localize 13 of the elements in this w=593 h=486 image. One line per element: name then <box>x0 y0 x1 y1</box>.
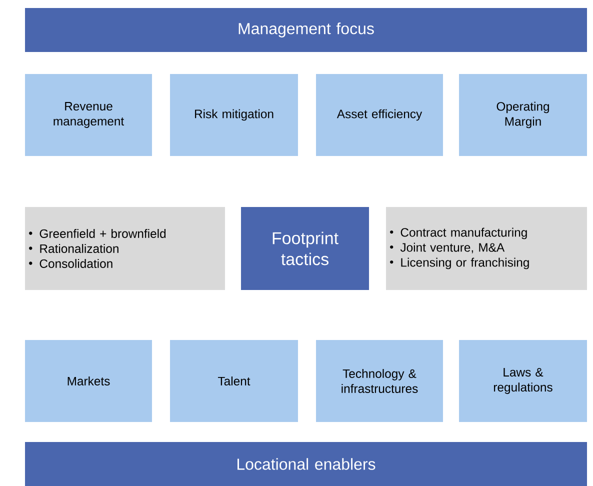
header-band: Management focus <box>25 8 587 52</box>
category-box: Asset efficiency <box>316 74 443 156</box>
header-band: Locational enablers <box>25 442 587 486</box>
category-box: Laws & regulations <box>459 340 587 422</box>
category-box: Markets <box>25 340 152 422</box>
category-box: Risk mitigation <box>170 74 298 156</box>
center-box: Footprint tactics <box>241 206 369 290</box>
category-box: Revenue management <box>25 74 152 156</box>
category-box: Technology & infrastructures <box>316 340 443 422</box>
bullet-list-box: Greenfield + brownfield Rationalization Consolidation <box>25 206 225 290</box>
category-box: Talent <box>170 340 298 422</box>
category-box: Operating Margin <box>459 74 587 156</box>
bullet-list-box: Contract manufacturing Joint venture, M&A Licensing or franchising <box>386 206 587 290</box>
